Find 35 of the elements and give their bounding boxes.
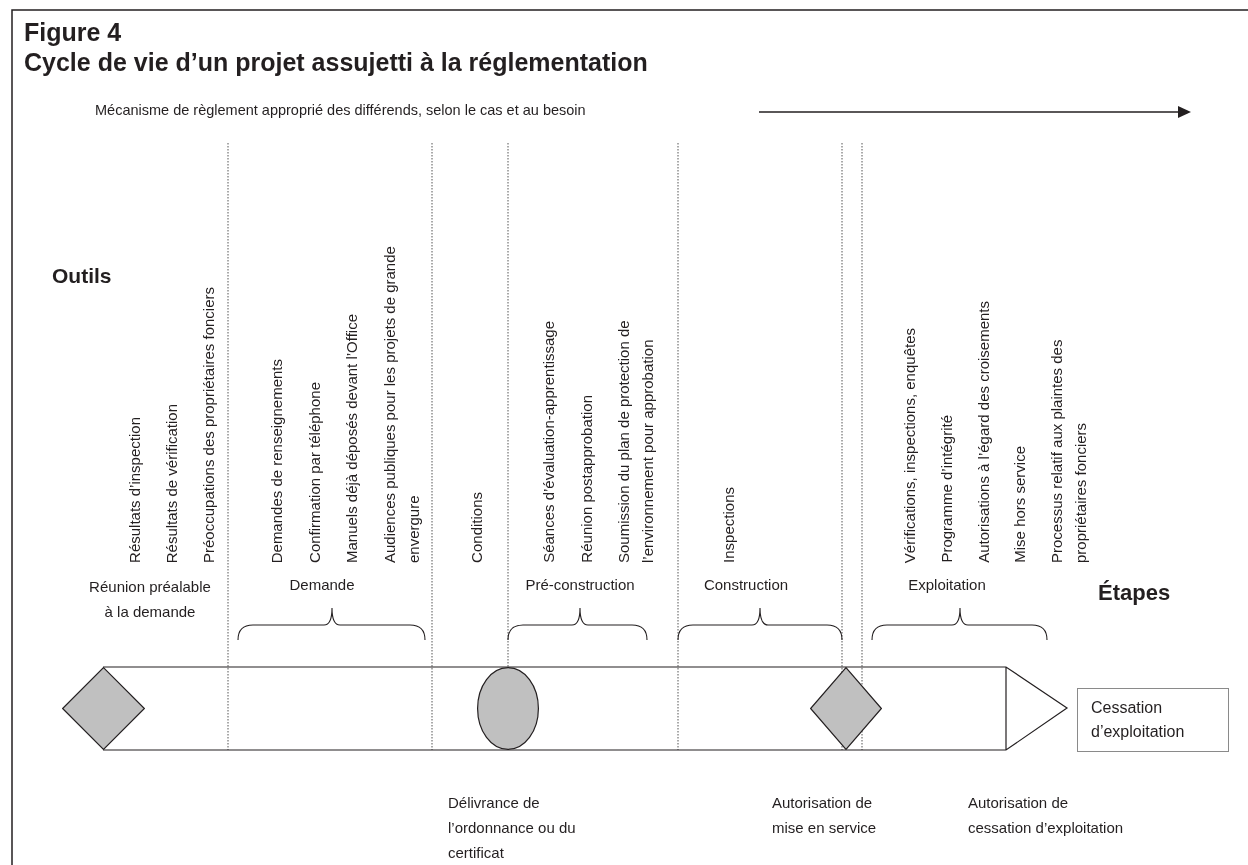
milestone-caption: Délivrance de l’ordonnance ou du certificat <box>448 793 577 863</box>
phase-label: Construction <box>702 575 790 595</box>
tool-label: Conditions <box>467 492 486 563</box>
milestone-caption: Autorisation de mise en service <box>772 793 878 838</box>
tool-label: Réunion postapprobation <box>577 395 596 563</box>
milestone-ellipse <box>477 667 539 750</box>
end-state-box <box>1077 688 1229 752</box>
tool-label: Mise hors service <box>1010 446 1029 563</box>
row-heading: Étapes <box>1098 579 1172 607</box>
tool-label: Résultats de vérification <box>162 403 181 563</box>
milestone-caption: Autorisation de cessation d’exploitation <box>968 793 1125 838</box>
tool-label: Manuels déjà déposés devant l’Office <box>342 313 361 563</box>
tool-label: Demandes de renseignements <box>267 358 286 563</box>
tool-label: Audiences publiques pour les projets de grande envergure <box>380 245 423 563</box>
tool-label: Préoccupations des propriétaires fonciers <box>199 287 218 563</box>
figure-title: Cycle de vie d’un projet assujetti à la réglementation <box>24 47 648 78</box>
figure-number: Figure 4 <box>24 17 123 48</box>
tool-label: Inspections <box>719 487 738 563</box>
box-text: Cessation d’exploitation <box>1091 698 1186 742</box>
tool-label: Programme d’intégrité <box>937 415 956 563</box>
phase-label: Pré-construction <box>524 575 636 595</box>
tool-label: Vérifications, inspections, enquêtes <box>900 327 919 563</box>
tool-label: Soumission du plan de protection de l’environnement pour approbation <box>614 319 657 563</box>
arrow-label: Mécanisme de règlement approprié des différends, selon le cas et au besoin <box>95 101 587 120</box>
tool-label: Processus relatif aux plaintes des propriétaires fonciers <box>1047 338 1090 563</box>
phase-label: Exploitation <box>907 575 987 595</box>
tool-label: Séances d’évaluation-apprentissage <box>539 321 558 563</box>
milestone-diamond <box>62 667 145 750</box>
row-heading: Outils <box>52 263 113 289</box>
phase-label: Réunion préalable à la demande <box>88 577 212 622</box>
tool-label: Confirmation par téléphone <box>305 382 324 563</box>
tool-label: Résultats d’inspection <box>125 417 144 563</box>
milestone-diamond <box>810 667 882 750</box>
phase-label: Demande <box>288 575 356 595</box>
tool-label: Autorisations à l’égard des croisements <box>974 301 993 563</box>
